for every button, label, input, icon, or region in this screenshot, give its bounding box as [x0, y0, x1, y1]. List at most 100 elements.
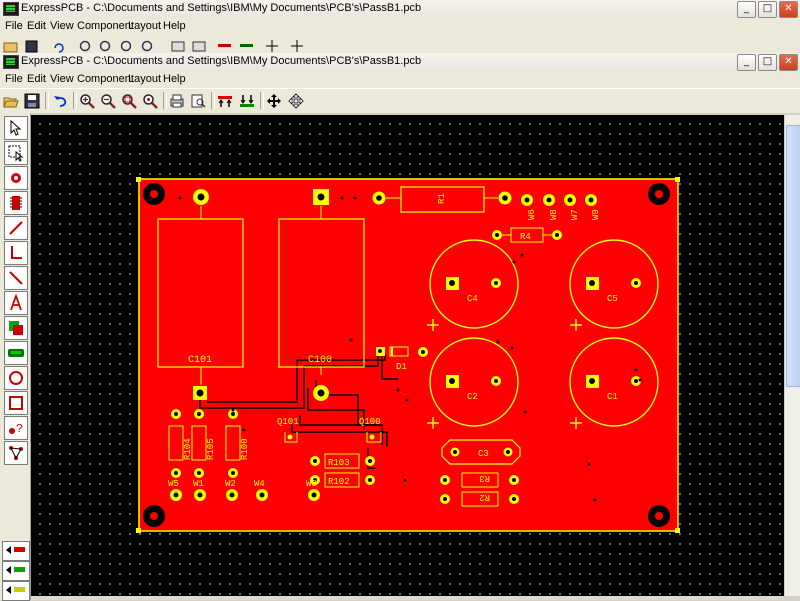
print-icon[interactable] — [167, 91, 187, 110]
undo-icon[interactable] — [50, 91, 70, 110]
menu-view[interactable]: View — [50, 73, 74, 85]
left-tool-palette: ? — [0, 113, 31, 601]
connector-icon[interactable] — [4, 341, 28, 365]
back-menu-help[interactable]: Help — [163, 20, 186, 32]
front-minimize-button[interactable]: _ — [737, 54, 756, 71]
back-menu-view[interactable]: View — [50, 20, 74, 32]
component-r103[interactable] — [310, 453, 375, 469]
zoom-fit-icon[interactable] — [119, 91, 139, 110]
text-icon[interactable] — [4, 291, 28, 315]
label-r104: R104 — [183, 438, 193, 460]
component-r105[interactable] — [191, 409, 207, 478]
label-q101: Q101 — [277, 417, 299, 427]
component-d1[interactable] — [389, 346, 409, 357]
back-maximize-button[interactable]: □ — [758, 1, 777, 18]
component-c5[interactable] — [569, 239, 659, 331]
svg-text:?: ? — [16, 422, 23, 436]
back-menu-component[interactable]: Component — [77, 20, 134, 32]
draw-trace-icon[interactable] — [4, 216, 28, 240]
component-q100[interactable] — [366, 432, 382, 443]
back-menubar: File Edit View Component Layout Help — [0, 18, 800, 35]
component-r102[interactable] — [310, 472, 375, 488]
print-preview-icon[interactable] — [188, 91, 208, 110]
front-close-button[interactable]: ✕ — [779, 54, 798, 71]
save-icon[interactable] — [22, 91, 42, 110]
zoom-in-icon[interactable] — [77, 91, 97, 110]
move-icon[interactable] — [286, 91, 306, 110]
place-pad-icon[interactable] — [4, 166, 28, 190]
vertical-scrollbar[interactable] — [784, 115, 800, 596]
layer-bottom-icon[interactable] — [237, 91, 257, 110]
component-r2[interactable] — [440, 491, 519, 507]
back-menu-file[interactable]: File — [5, 20, 23, 32]
component-r4[interactable] — [510, 227, 544, 243]
back-close-button[interactable]: ✕ — [779, 1, 798, 18]
diagonal-trace-icon[interactable] — [4, 266, 28, 290]
pan-icon[interactable] — [264, 91, 284, 110]
label-r3: R3 — [479, 473, 490, 483]
toolbar-separator — [73, 92, 77, 109]
wire-pads-top[interactable] — [521, 194, 597, 206]
place-component-icon[interactable] — [4, 191, 28, 215]
netlist-icon[interactable] — [4, 441, 28, 465]
back-window-title: ExpressPCB - C:\Documents and Settings\I… — [21, 2, 422, 14]
wire-pads-bottom[interactable] — [170, 489, 320, 501]
zoom-out-icon[interactable] — [98, 91, 118, 110]
label-r2: R2 — [479, 492, 490, 502]
pointer-icon[interactable] — [4, 116, 28, 140]
layer-top-icon[interactable] — [215, 91, 235, 110]
menu-file[interactable]: File — [5, 73, 23, 85]
component-r104[interactable] — [168, 409, 184, 478]
label-c2: C2 — [467, 392, 478, 402]
vertical-scrollbar-thumb[interactable] — [786, 125, 800, 387]
label-w8: W8 — [549, 209, 559, 220]
component-c2[interactable] — [427, 337, 519, 429]
component-c4[interactable] — [427, 239, 519, 331]
label-r103: R103 — [328, 458, 350, 468]
rectangle-icon[interactable] — [4, 391, 28, 415]
back-window-titlebar[interactable]: ExpressPCB - C:\Documents and Settings\I… — [0, 0, 800, 19]
menu-component[interactable]: Component — [77, 73, 134, 85]
label-w9: W9 — [591, 209, 601, 220]
circle-icon[interactable] — [4, 366, 28, 390]
menu-help[interactable]: Help — [163, 73, 186, 85]
component-c3[interactable] — [441, 439, 521, 465]
label-c1: C1 — [607, 392, 618, 402]
help-pointer-icon[interactable]: ? — [4, 416, 28, 440]
open-icon[interactable] — [1, 91, 21, 110]
back-menu-edit[interactable]: Edit — [27, 20, 46, 32]
front-window-titlebar[interactable]: ExpressPCB - C:\Documents and Settings\I… — [0, 53, 800, 72]
horizontal-scrollbar[interactable] — [31, 596, 784, 600]
layer-color-silk-icon[interactable] — [2, 581, 30, 601]
component-q101[interactable] — [284, 432, 298, 443]
label-w3: W3 — [306, 479, 317, 489]
label-q100: Q100 — [359, 417, 381, 427]
toolbar-separator — [45, 92, 49, 109]
back-minimize-button[interactable]: _ — [737, 1, 756, 18]
pcb-canvas[interactable]: C101 C100 R1 W6 W8 W7 W9 R4 — [31, 115, 784, 596]
vias — [178, 196, 642, 502]
zoom-window-icon[interactable] — [140, 91, 160, 110]
component-r100[interactable] — [225, 409, 241, 478]
select-area-icon[interactable] — [4, 141, 28, 165]
component-c1[interactable] — [569, 337, 659, 429]
menu-edit[interactable]: Edit — [27, 73, 46, 85]
place-corner-icon[interactable] — [4, 241, 28, 265]
layer-color-top-icon[interactable] — [2, 541, 30, 561]
label-w6: W6 — [527, 209, 537, 220]
pcb-board[interactable]: C101 C100 R1 W6 W8 W7 W9 R4 — [31, 115, 784, 596]
ground-plane-icon[interactable] — [4, 316, 28, 340]
front-maximize-button[interactable]: □ — [758, 54, 777, 71]
toolbar-separator — [211, 92, 215, 109]
component-r1[interactable] — [400, 186, 485, 213]
menu-layout[interactable]: Layout — [128, 73, 162, 85]
back-menu-layout[interactable]: Layout — [128, 20, 162, 32]
label-c5: C5 — [607, 294, 618, 304]
component-r3[interactable] — [440, 472, 519, 488]
toolbar-separator — [163, 92, 167, 109]
label-w4: W4 — [254, 479, 265, 489]
layer-color-bottom-icon[interactable] — [2, 561, 30, 581]
label-r105: R105 — [206, 438, 216, 460]
main-toolbar — [0, 88, 800, 113]
expresspcb-app-icon — [3, 55, 19, 69]
